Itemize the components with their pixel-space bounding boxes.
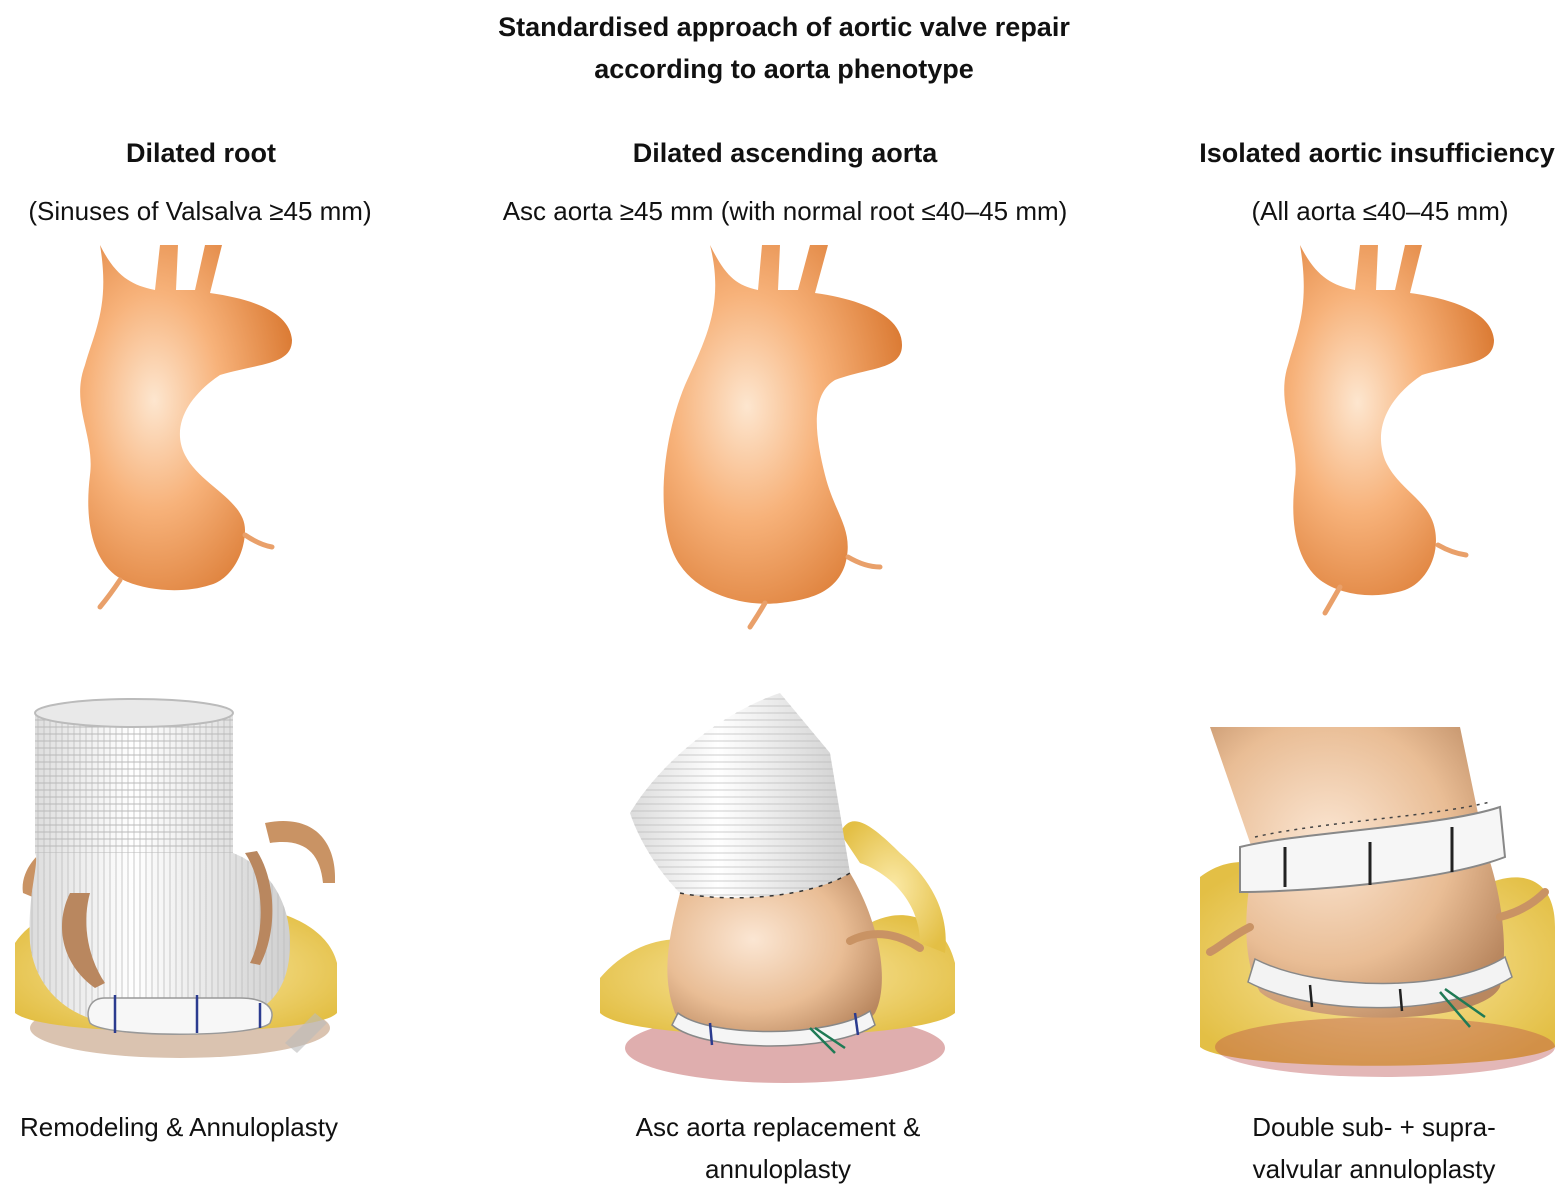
subheading-dilated-root: (Sinuses of Valsalva ≥45 mm) — [28, 196, 372, 226]
caption-asc-replacement: Asc aorta replacement & annuloplasty — [636, 1106, 921, 1190]
surgery-illustration-double-annuloplasty — [1200, 727, 1555, 1082]
title-line-1: Standardised approach of aortic valve re… — [498, 12, 1070, 42]
caption-double-annuloplasty: Double sub- + supra- valvular annuloplas… — [1252, 1106, 1496, 1190]
caption-double-annuloplasty-line-1: Double sub- + supra- — [1252, 1112, 1496, 1142]
aorta-illustration-dilated-ascending — [640, 245, 902, 630]
caption-remodeling: Remodeling & Annuloplasty — [20, 1106, 338, 1148]
caption-double-annuloplasty-line-2: valvular annuloplasty — [1252, 1154, 1496, 1184]
heading-dilated-ascending-aorta: Dilated ascending aorta — [632, 138, 938, 168]
caption-asc-replacement-line-2: annuloplasty — [704, 1154, 851, 1184]
subheading-isolated-aortic-insufficiency: (All aorta ≤40–45 mm) — [1251, 196, 1509, 226]
surgery-illustration-remodeling — [15, 693, 337, 1065]
figure-title: Standardised approach of aortic valve re… — [0, 6, 1568, 90]
surgery-illustration-asc-replacement — [600, 693, 955, 1088]
aorta-illustration-dilated-root — [60, 245, 310, 615]
heading-dilated-root: Dilated root — [125, 138, 277, 168]
heading-isolated-aortic-insufficiency: Isolated aortic insufficiency — [1199, 138, 1555, 168]
title-line-2: according to aorta phenotype — [594, 54, 974, 84]
caption-asc-replacement-line-1: Asc aorta replacement & — [635, 1112, 921, 1142]
subheading-dilated-ascending-aorta: Asc aorta ≥45 mm (with normal root ≤40–4… — [502, 196, 1068, 226]
aorta-illustration-isolated-ai — [1270, 245, 1510, 620]
caption-remodeling-line-1: Remodeling & Annuloplasty — [20, 1112, 338, 1142]
